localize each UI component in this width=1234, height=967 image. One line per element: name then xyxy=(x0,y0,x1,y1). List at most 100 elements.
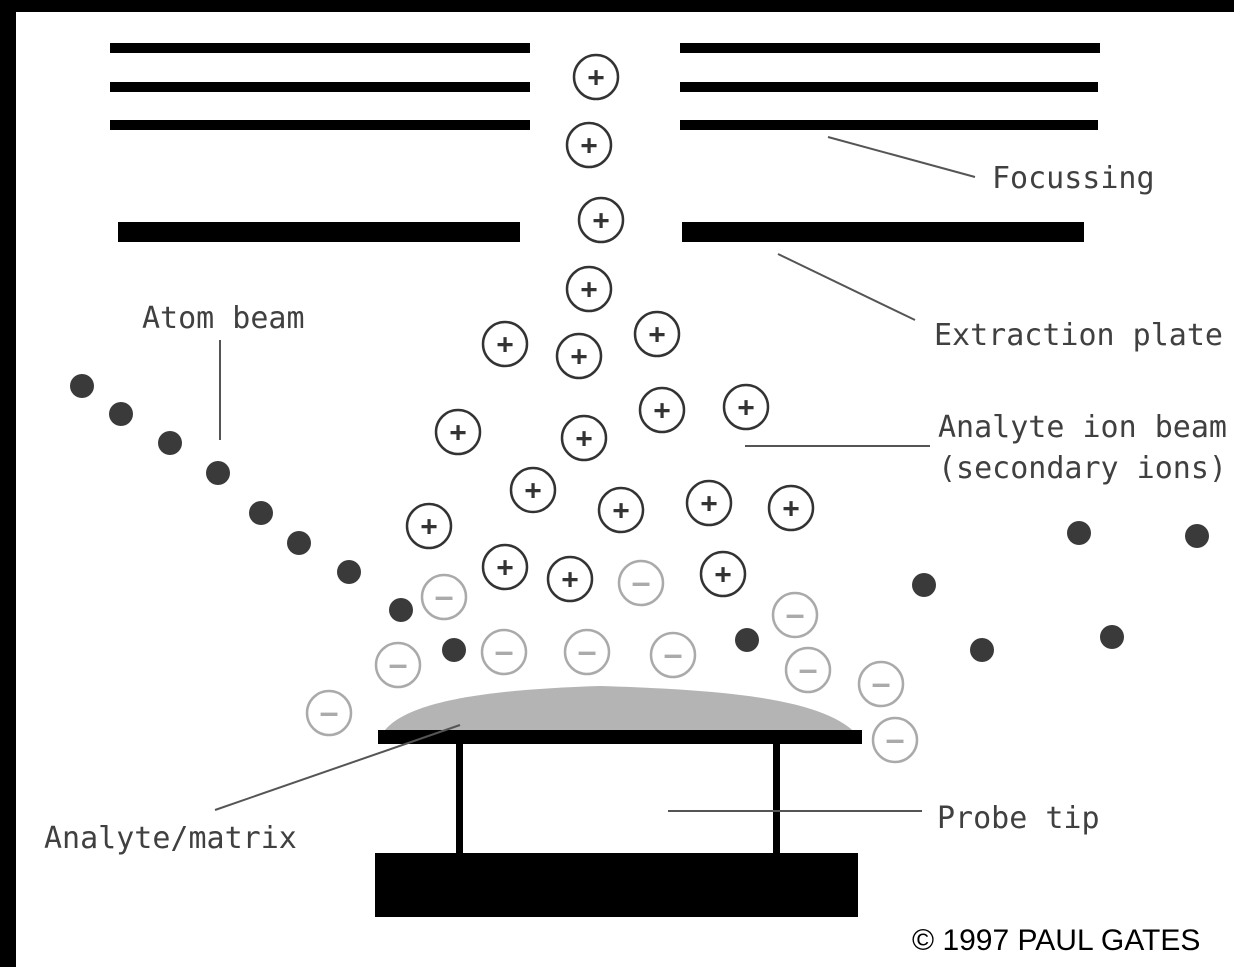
positive-ion-icon: + xyxy=(597,486,645,534)
svg-text:–: – xyxy=(321,696,338,729)
focussing-plate-left-2 xyxy=(110,82,530,92)
secondary-ions-label: (secondary ions) xyxy=(938,451,1227,486)
focussing-plate-left-3 xyxy=(110,120,530,130)
atom-particle xyxy=(70,374,94,398)
frame-top xyxy=(0,0,1234,12)
atom-particle xyxy=(970,638,994,662)
svg-text:+: + xyxy=(738,390,755,423)
positive-ion-icon: + xyxy=(577,196,625,244)
positive-ion-icon: + xyxy=(560,414,608,462)
svg-text:–: – xyxy=(665,638,682,671)
positive-ion-icon: + xyxy=(481,543,529,591)
svg-text:+: + xyxy=(649,317,666,350)
negative-ion-icon: – xyxy=(420,573,468,621)
svg-text:+: + xyxy=(588,60,605,93)
negative-ion-icon: – xyxy=(374,641,422,689)
atom-particle xyxy=(1100,625,1124,649)
focussing-plate-right-2 xyxy=(680,82,1098,92)
atom-particle xyxy=(1185,524,1209,548)
atom-particle xyxy=(249,501,273,525)
svg-text:+: + xyxy=(525,473,542,506)
atom-particle xyxy=(337,560,361,584)
atom-particle xyxy=(442,638,466,662)
svg-text:+: + xyxy=(581,272,598,305)
analyte-matrix-label: Analyte/matrix xyxy=(44,821,297,856)
positive-ion-icon: + xyxy=(722,383,770,431)
positive-ion-icon: + xyxy=(434,408,482,456)
positive-ion-icon: + xyxy=(685,479,733,527)
negative-ion-icon: – xyxy=(784,646,832,694)
atom-particle xyxy=(206,461,230,485)
negative-ion-icon: – xyxy=(871,716,919,764)
svg-text:+: + xyxy=(450,415,467,448)
atom-particle xyxy=(109,402,133,426)
svg-text:–: – xyxy=(633,566,650,599)
positive-ion-icon: + xyxy=(699,550,747,598)
svg-text:+: + xyxy=(701,486,718,519)
negative-ion-icon: – xyxy=(649,631,697,679)
atom-beam-label: Atom beam xyxy=(142,301,305,336)
extraction-plate-left xyxy=(118,222,520,242)
atom-particle xyxy=(287,531,311,555)
positive-ion-icon: + xyxy=(633,310,681,358)
svg-text:–: – xyxy=(390,648,407,681)
extraction-plate-label: Extraction plate xyxy=(934,318,1223,353)
atom-particle xyxy=(389,598,413,622)
svg-text:+: + xyxy=(497,550,514,583)
atom-particle xyxy=(735,628,759,652)
svg-text:+: + xyxy=(576,421,593,454)
frame-left xyxy=(0,0,16,967)
positive-ion-icon: + xyxy=(565,265,613,313)
svg-text:–: – xyxy=(496,635,513,668)
analyte-matrix-leader-line xyxy=(214,724,461,811)
leader-lines xyxy=(214,136,976,812)
svg-text:+: + xyxy=(613,493,630,526)
focussing-label: Focussing xyxy=(992,161,1155,196)
svg-text:+: + xyxy=(593,203,610,236)
positive-ion-icon: + xyxy=(565,121,613,169)
probe-tip-label: Probe tip xyxy=(937,801,1100,836)
negative-ion-icon: – xyxy=(305,689,353,737)
focussing-plate-right-1 xyxy=(680,43,1100,53)
svg-text:–: – xyxy=(873,667,890,700)
atom-particle xyxy=(1067,521,1091,545)
copyright-text: © 1997 PAUL GATES xyxy=(912,924,1200,957)
positive-ions: +++++++++++++++++++ xyxy=(405,53,815,603)
probe-tip-left-support xyxy=(456,744,463,854)
positive-ion-icon: + xyxy=(481,320,529,368)
svg-text:+: + xyxy=(715,557,732,590)
probe-tip-top-plate xyxy=(378,730,862,744)
positive-ion-icon: + xyxy=(546,555,594,603)
negative-ion-icon: – xyxy=(563,628,611,676)
probe-tip-base xyxy=(375,853,858,917)
focussing-plate-left-1 xyxy=(110,43,530,53)
svg-text:+: + xyxy=(581,128,598,161)
probe-tip xyxy=(375,730,862,917)
extraction-plate xyxy=(118,222,1084,242)
atom-beam-particles xyxy=(70,374,1209,662)
focussing-leader-line xyxy=(827,136,976,178)
positive-ion-icon: + xyxy=(638,386,686,434)
negative-ion-icon: – xyxy=(617,559,665,607)
analyte-matrix-blob xyxy=(380,686,860,738)
positive-ion-icon: + xyxy=(555,332,603,380)
extraction-plate-leader-line xyxy=(777,253,916,321)
negative-ions: ––––––––––– xyxy=(305,559,919,764)
svg-text:+: + xyxy=(497,327,514,360)
positive-ion-icon: + xyxy=(509,466,557,514)
analyte-ion-beam-label: Analyte ion beam xyxy=(938,410,1227,445)
svg-text:–: – xyxy=(436,580,453,613)
atom-particle xyxy=(912,573,936,597)
svg-text:+: + xyxy=(654,393,671,426)
atom-particle xyxy=(158,431,182,455)
positive-ion-icon: + xyxy=(767,484,815,532)
extraction-plate-right xyxy=(682,222,1084,242)
svg-text:–: – xyxy=(787,598,804,631)
negative-ion-icon: – xyxy=(771,591,819,639)
svg-text:+: + xyxy=(783,491,800,524)
svg-text:+: + xyxy=(562,562,579,595)
svg-text:+: + xyxy=(571,339,588,372)
negative-ion-icon: – xyxy=(857,660,905,708)
positive-ion-icon: + xyxy=(572,53,620,101)
